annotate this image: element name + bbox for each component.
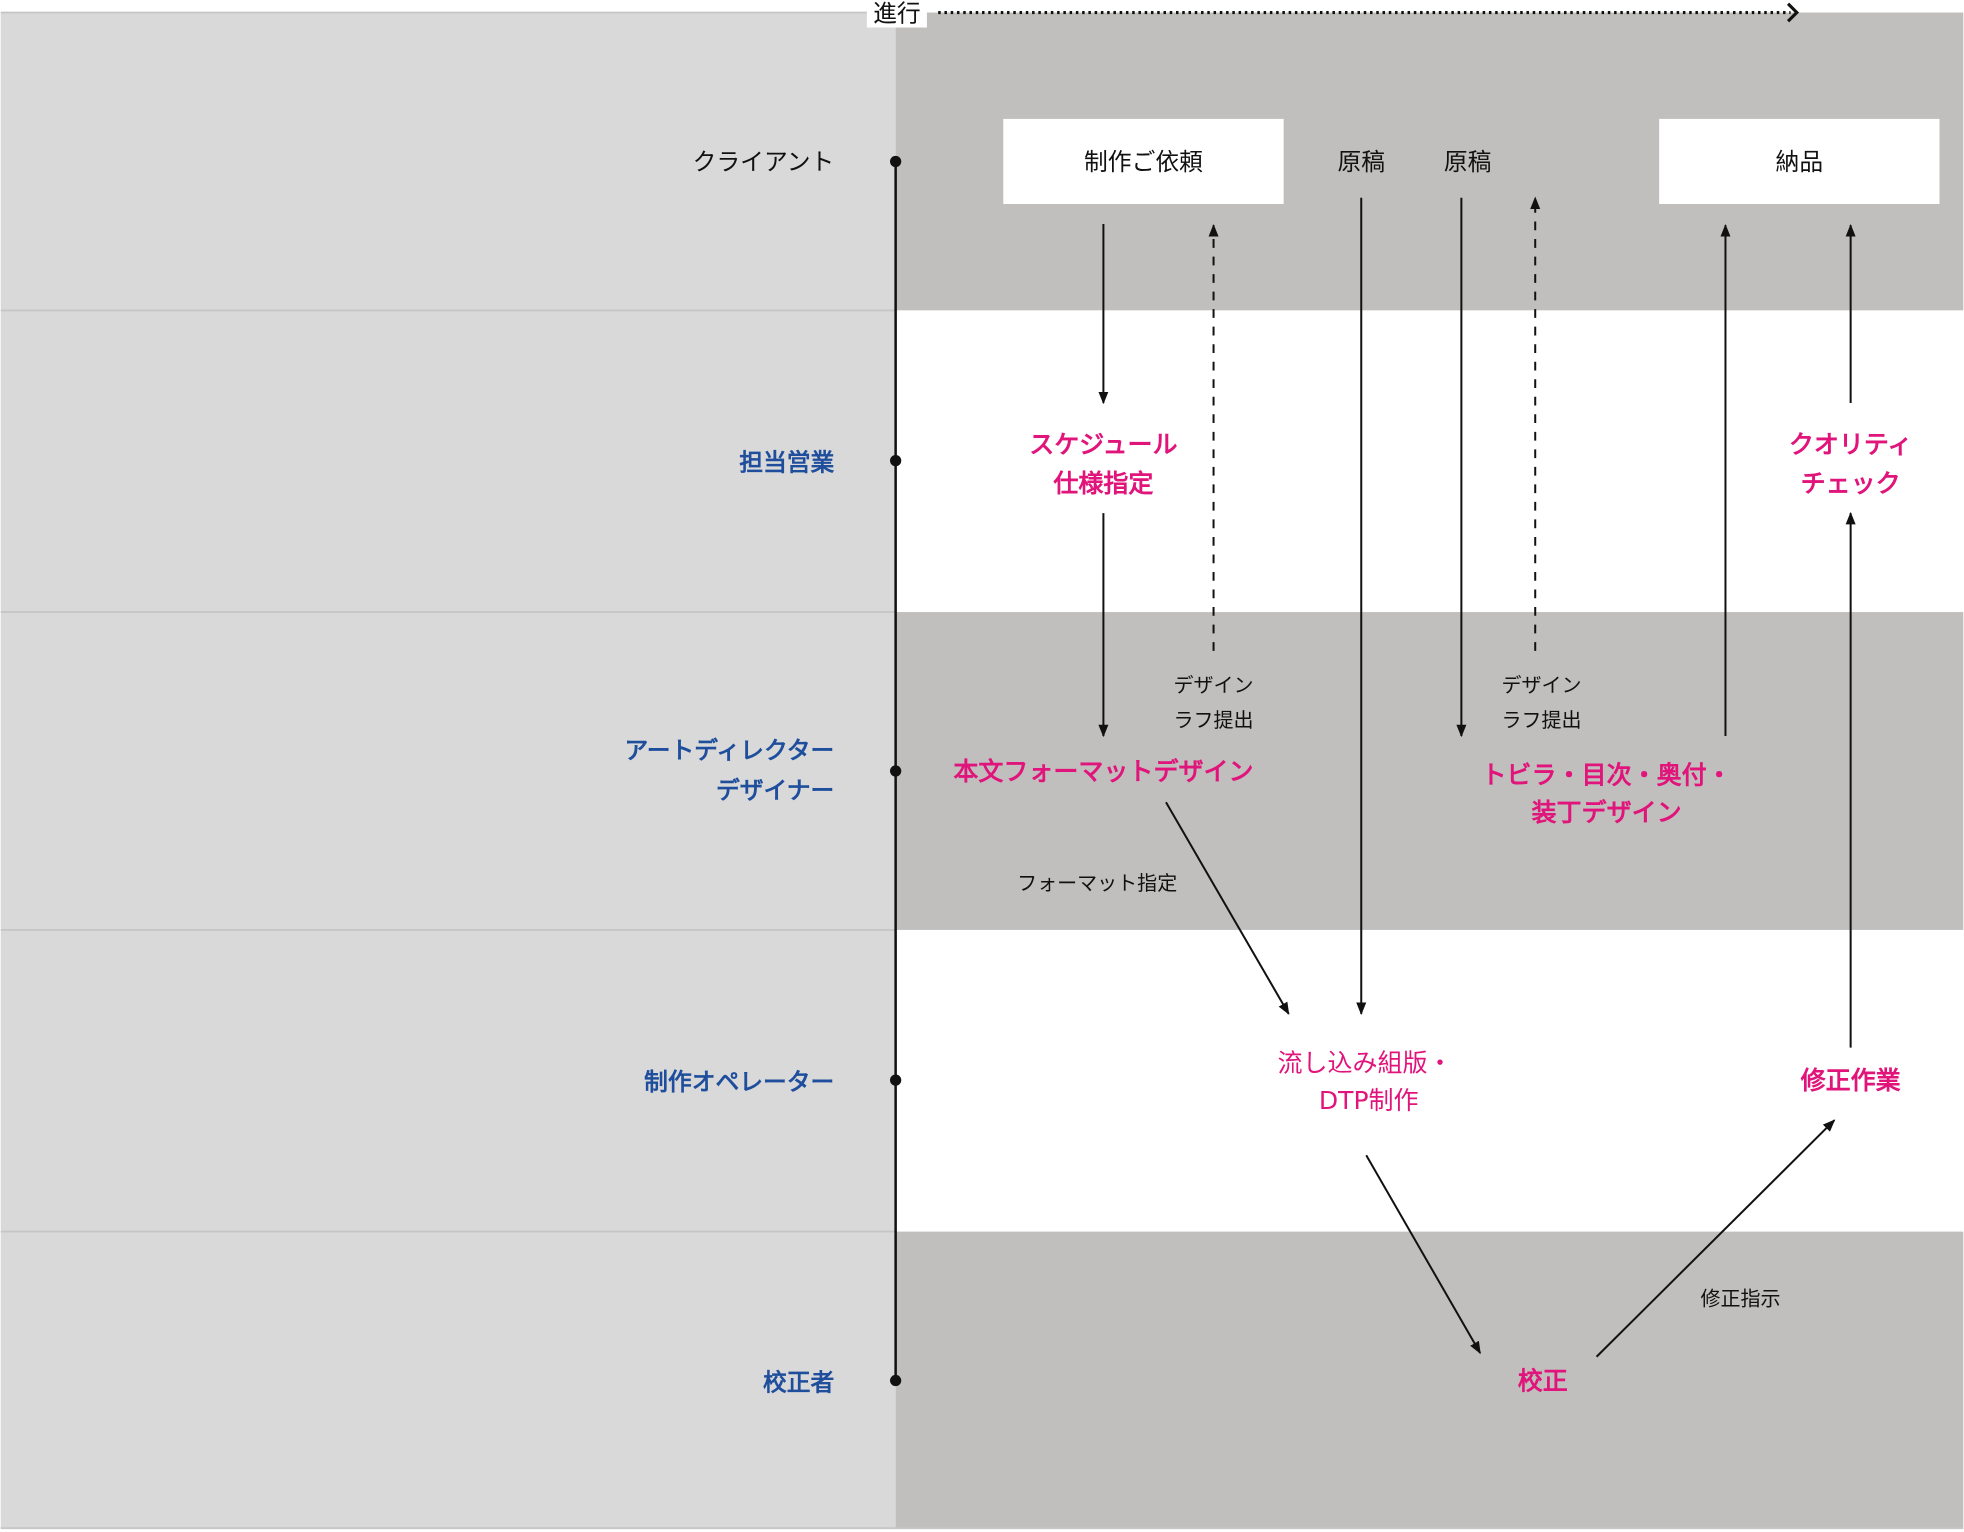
task-proofreading: 校正 <box>1518 1366 1568 1395</box>
lane-designer: デザイナー <box>716 777 834 805</box>
rough-a-line1: デザイン <box>1174 673 1254 697</box>
task-schedule-line1: スケジュール <box>1029 430 1177 459</box>
row-operator <box>895 929 1964 1232</box>
task-correction: 修正作業 <box>1800 1066 1901 1095</box>
arrow-format-to-dtp <box>1165 801 1290 1015</box>
row-designer <box>895 612 1964 930</box>
format-spec-label: フォーマット指定 <box>1017 871 1177 895</box>
manuscript-2: 原稿 <box>1444 148 1492 176</box>
lane-sales: 担当営業 <box>739 449 834 477</box>
delivery-box <box>1659 118 1940 205</box>
task-format-design: 本文フォーマットデザイン <box>953 757 1253 786</box>
arrow-proof-to-correction <box>1595 1119 1836 1358</box>
row-dividers <box>0 11 1964 1530</box>
row-proofreader <box>895 1231 1964 1529</box>
progress-label: 進行 <box>873 0 921 27</box>
timeline-dots <box>890 155 902 1387</box>
task-quality-line2: チェック <box>1801 469 1901 498</box>
task-cover-line1: トビラ・目次・奥付・ <box>1481 761 1731 790</box>
rough-b-line1: デザイン <box>1501 673 1581 697</box>
lane-art-director: アートディレクター <box>624 736 834 764</box>
arrow-dtp-to-proof <box>1365 1154 1482 1355</box>
task-quality-line1: クオリティ <box>1789 430 1913 459</box>
row-sales <box>895 310 1964 613</box>
request-label: 制作ご依頼 <box>1084 148 1203 176</box>
task-schedule-line2: 仕様指定 <box>1052 469 1153 498</box>
progress-arrow-icon <box>1786 2 1800 23</box>
delivery-label: 納品 <box>1776 148 1824 176</box>
task-typeset-line2: DTP制作 <box>1319 1086 1419 1115</box>
arrows <box>1098 196 1856 1358</box>
request-box <box>1003 118 1284 205</box>
lane-operator: 制作オペレーター <box>644 1068 834 1096</box>
task-typeset-line1: 流し込み組版・ <box>1277 1048 1452 1077</box>
lane-proofreader: 校正者 <box>763 1369 834 1397</box>
lane-label-panel <box>0 12 896 1529</box>
rough-b-line2: ラフ提出 <box>1501 708 1581 732</box>
manuscript-1: 原稿 <box>1337 148 1385 176</box>
rough-a-line2: ラフ提出 <box>1174 708 1254 732</box>
lane-client: クライアント <box>693 148 835 176</box>
task-cover-line2: 装丁デザイン <box>1532 798 1682 827</box>
correction-instruction-label: 修正指示 <box>1700 1286 1780 1310</box>
